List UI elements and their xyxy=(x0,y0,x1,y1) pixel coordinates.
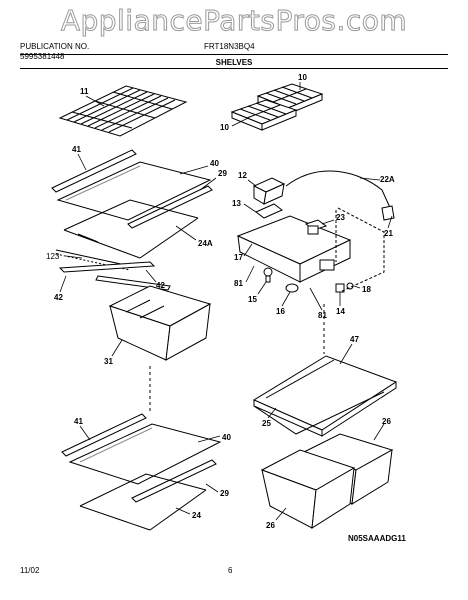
crisper-pan-31 xyxy=(108,285,212,361)
shelf-trim-29-upper xyxy=(127,185,213,229)
leader-lines xyxy=(59,82,393,521)
callout-26-right: 26 xyxy=(382,417,391,426)
shelf-frame-24 xyxy=(79,473,207,531)
callout-81-left: 81 xyxy=(234,279,243,288)
socket-16 xyxy=(285,283,299,293)
callout-26-left: 26 xyxy=(266,521,275,530)
component-23 xyxy=(304,219,328,235)
bracket-13 xyxy=(255,203,283,219)
ice-bucket-12 xyxy=(252,177,286,205)
wire-harness-22a xyxy=(285,170,395,221)
callout-24: 24 xyxy=(192,511,201,520)
publication-label: PUBLICATION NO. xyxy=(20,42,90,51)
guide-lines xyxy=(149,304,325,414)
model-number: FRT18N3BQ4 xyxy=(204,42,255,51)
callout-81-right: 81 xyxy=(318,311,327,320)
callout-17: 17 xyxy=(234,253,243,262)
callout-29-upper: 29 xyxy=(218,169,227,178)
callout-16: 16 xyxy=(276,307,285,316)
mount-box-dashed xyxy=(335,207,385,293)
publication-number: 5995381448 xyxy=(20,52,65,61)
callout-42-left: 42 xyxy=(54,293,63,302)
section-title: SHELVES xyxy=(215,58,253,67)
diagram-code: N05SAAADG11 xyxy=(348,534,406,543)
crisper-pan-26-left xyxy=(260,449,356,529)
ice-maker-housing-17 xyxy=(236,215,352,283)
callout-123: 123 xyxy=(46,252,60,261)
callout-41-lower: 41 xyxy=(74,417,83,426)
callout-10-upper: 10 xyxy=(298,73,307,82)
header-rule-top xyxy=(20,54,448,55)
bulb-15 xyxy=(263,267,273,283)
callout-13: 13 xyxy=(232,199,241,208)
header-rule-bottom xyxy=(20,68,448,69)
callout-18: 18 xyxy=(362,285,371,294)
shelf-trim-41-lower xyxy=(61,413,147,457)
callout-24a: 24A xyxy=(198,239,213,248)
callout-12: 12 xyxy=(238,171,247,180)
glass-shelf-40-upper xyxy=(56,161,212,221)
callout-23: 23 xyxy=(336,213,345,222)
ice-tray-lower xyxy=(230,99,298,131)
watermark: AppliancePartsPros.com xyxy=(60,4,408,38)
callout-11: 11 xyxy=(80,87,89,96)
callout-42-right: 42 xyxy=(156,281,165,290)
callout-25: 25 xyxy=(262,419,271,428)
callout-15: 15 xyxy=(248,295,257,304)
footer-page-number: 6 xyxy=(228,566,233,575)
callout-10-lower: 10 xyxy=(220,123,229,132)
wire-shelf-11 xyxy=(58,85,188,137)
callout-40-upper: 40 xyxy=(210,159,219,168)
callout-41-upper: 41 xyxy=(72,145,81,154)
callout-22a: 22A xyxy=(380,175,395,184)
shelf-slide-42 xyxy=(58,261,171,291)
shelf-frame-24a xyxy=(63,199,199,259)
footer-date: 11/02 xyxy=(20,566,40,575)
shelf-trim-41-upper xyxy=(51,149,137,193)
callout-21: 21 xyxy=(384,229,393,238)
callout-29-lower: 29 xyxy=(220,489,229,498)
crisper-frame-25 xyxy=(253,391,385,435)
callout-31: 31 xyxy=(104,357,113,366)
glass-shelf-40-lower xyxy=(68,423,222,485)
callout-40-lower: 40 xyxy=(222,433,231,442)
callout-14: 14 xyxy=(336,307,345,316)
callout-47: 47 xyxy=(350,335,359,344)
